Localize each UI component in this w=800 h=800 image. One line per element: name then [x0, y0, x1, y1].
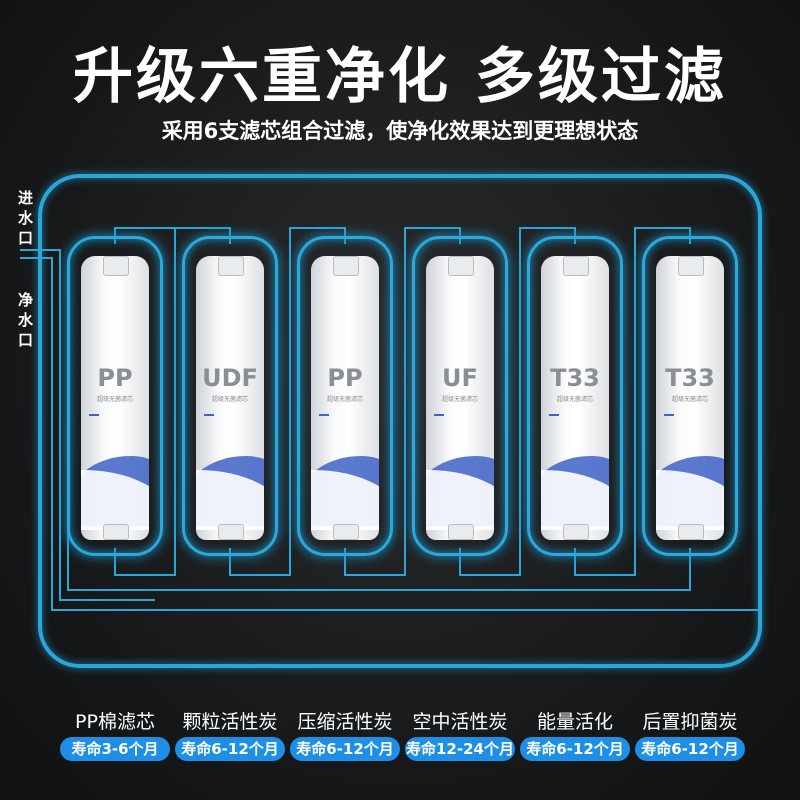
filter-cartridge: PP 超级无菌滤芯 — [297, 236, 393, 556]
filter-name: 能量活化 — [536, 711, 613, 733]
filter-cap — [218, 256, 244, 276]
filter-body: PP 超级无菌滤芯 — [81, 256, 149, 540]
filter-highlight — [297, 236, 393, 556]
filter-tag: 超级无菌滤芯 — [96, 396, 133, 403]
filter-code: UF — [442, 364, 478, 392]
headline: 升级六重净化 多级过滤 — [73, 42, 727, 112]
wave-graphic — [311, 470, 379, 530]
filter-body: UDF 超级无菌滤芯 — [196, 256, 264, 540]
filter-body: T33 超级无菌滤芯 — [656, 256, 724, 540]
filter-tag: 超级无菌滤芯 — [671, 396, 708, 403]
filter-body: T33 超级无菌滤芯 — [541, 256, 609, 540]
filter-cap — [678, 524, 704, 540]
filter-body: PP 超级无菌滤芯 — [311, 256, 379, 540]
filter-body: UF 超级无菌滤芯 — [426, 256, 494, 540]
filter-cap — [448, 256, 474, 276]
filter-cap — [563, 524, 589, 540]
filter-cap — [103, 256, 129, 276]
filter-tag: 超级无菌滤芯 — [211, 396, 248, 403]
filter-cartridge: UF 超级无菌滤芯 — [412, 236, 508, 556]
filter-name: 颗粒活性炭 — [182, 711, 278, 733]
accent-bar — [664, 414, 674, 416]
inlet-label: 进水口 — [18, 189, 34, 247]
lifespan-badge: 寿命6-12个月 — [290, 737, 400, 761]
accent-bar — [434, 414, 444, 416]
filter-code: T33 — [665, 364, 715, 392]
filter-tag: 超级无菌滤芯 — [556, 396, 593, 403]
lifespan-badge: 寿命6-12个月 — [175, 737, 285, 761]
filter-tag: 超级无菌滤芯 — [326, 396, 363, 403]
filter-name: 空中活性炭 — [412, 711, 508, 733]
filter-code: PP — [327, 364, 363, 392]
filter-cap — [448, 524, 474, 540]
filter-cap — [678, 256, 704, 276]
filter-code: PP — [97, 364, 133, 392]
filter-cap — [333, 524, 359, 540]
lifespan-badge: 寿命6-12个月 — [520, 737, 630, 761]
subheadline: 采用6支滤芯组合过滤，使净化效果达到更理想状态 — [161, 119, 639, 143]
wave-graphic — [81, 470, 149, 530]
filter-highlight — [182, 236, 278, 556]
lifespan-badge: 寿命6-12个月 — [635, 737, 745, 761]
filter-highlight — [527, 236, 623, 556]
lifespan-badge: 寿命3-6个月 — [60, 737, 170, 761]
wave-graphic — [196, 470, 264, 530]
filter-name: 后置抑菌炭 — [642, 711, 738, 733]
filter-cartridge: PP 超级无菌滤芯 — [67, 236, 163, 556]
accent-bar — [319, 414, 329, 416]
filter-code: UDF — [202, 364, 258, 392]
filter-name: 压缩活性炭 — [297, 711, 393, 733]
filter-cap — [563, 256, 589, 276]
filter-cartridge: T33 超级无菌滤芯 — [527, 236, 623, 556]
wave-graphic — [426, 470, 494, 530]
wave-graphic — [541, 470, 609, 530]
lifespan-badge: 寿命12-24个月 — [405, 737, 515, 761]
filter-cap — [333, 256, 359, 276]
filter-name: PP棉滤芯 — [75, 711, 155, 733]
filter-tag: 超级无菌滤芯 — [441, 396, 478, 403]
wave-graphic — [656, 470, 724, 530]
filter-highlight — [67, 236, 163, 556]
filter-cartridge: T33 超级无菌滤芯 — [642, 236, 738, 556]
filter-code: T33 — [550, 364, 600, 392]
filter-cap — [218, 524, 244, 540]
outlet-label: 净水口 — [18, 291, 34, 349]
accent-bar — [549, 414, 559, 416]
accent-bar — [204, 414, 214, 416]
accent-bar — [89, 414, 99, 416]
filter-cap — [103, 524, 129, 540]
filter-highlight — [642, 236, 738, 556]
filter-highlight — [412, 236, 508, 556]
filter-cartridge: UDF 超级无菌滤芯 — [182, 236, 278, 556]
